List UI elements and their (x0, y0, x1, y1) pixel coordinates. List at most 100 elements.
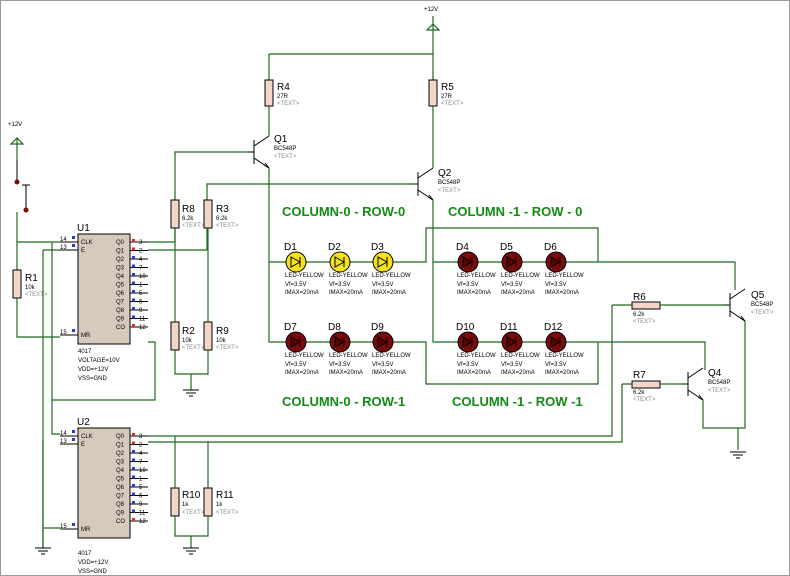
u1-pin-num-right: 9 (139, 308, 143, 314)
led-vf: Vf=3.5V (329, 362, 351, 368)
u1-pin-marker (132, 307, 135, 310)
u1-pin-num-right: 5 (139, 291, 143, 297)
r10-value: 1k (182, 502, 189, 508)
row-driver-wires (148, 304, 746, 450)
u2-pin-name-right: Q4 (116, 468, 125, 474)
u2-pin-name-right: CO (116, 519, 125, 525)
led-imax: IMAX=20mA (329, 370, 363, 376)
u2-part: 4017 (78, 551, 92, 557)
u2-pin-marker (132, 518, 135, 521)
u1-pin-marker (72, 236, 75, 239)
u1-pin-marker (132, 247, 135, 251)
left-supply-terminal: +12V (8, 122, 25, 160)
resistor-r2: R2 10k <TEXT> (170, 321, 205, 351)
u1-pin-marker (132, 281, 135, 285)
u1-pin-num-left: 14 (60, 237, 67, 243)
u2-pin-name-right: Q8 (116, 502, 125, 508)
u1-pin-marker (132, 315, 135, 319)
led-type: LED-YELLOW (329, 353, 368, 359)
led-name: D6 (544, 242, 557, 253)
resistor-r5: R5 27R <TEXT> (428, 79, 464, 107)
u2-pin-num-right: 12 (139, 519, 146, 525)
q4-name: Q4 (708, 368, 722, 379)
led-vf: Vf=3.5V (457, 362, 479, 368)
led-type: LED-YELLOW (501, 353, 540, 359)
led-type: LED-YELLOW (457, 353, 496, 359)
u1-pin-name-right: Q2 (116, 257, 125, 263)
r9-text: <TEXT> (216, 345, 239, 351)
u1-pin-num-left: 13 (60, 245, 67, 251)
q1-part: BC548P (274, 146, 296, 152)
row0-wire (404, 227, 736, 290)
clock-wire (16, 212, 60, 270)
led-vf: Vf=3.5V (545, 362, 567, 368)
resistor-r6: R6 6.2k <TEXT> (631, 292, 661, 325)
r1-value: 10k (25, 285, 36, 291)
u2-pin-marker (132, 433, 135, 436)
led-vf: Vf=3.5V (501, 362, 523, 368)
r1-wire (16, 298, 60, 338)
led-imax: IMAX=20mA (372, 370, 406, 376)
led-name: D3 (371, 242, 384, 253)
u2-pin-name-right: Q7 (116, 494, 125, 500)
u2-pin-num-right: 7 (139, 460, 143, 466)
led-name: D4 (456, 242, 469, 253)
r7-value: 6.2k (633, 390, 645, 396)
clock-button[interactable] (14, 160, 31, 213)
u2-pin-name-right: Q0 (116, 434, 125, 440)
u1-pin-marker (132, 324, 135, 327)
resistor-r7: R7 6.2k <TEXT> (631, 370, 661, 403)
ground-symbol-u2 (35, 547, 51, 555)
r3-text: <TEXT> (216, 223, 239, 229)
u2-pin-name-left: E (81, 442, 85, 448)
u1-pin-name-left: MR (81, 333, 91, 339)
r2-text: <TEXT> (182, 345, 205, 351)
rb-ground-wires (174, 228, 209, 390)
u1-pin-marker (132, 290, 135, 293)
heading-col0-row1: COLUMN-0 - ROW-1 (282, 394, 405, 409)
led-name: D8 (328, 322, 341, 333)
led-vf: Vf=3.5V (457, 282, 479, 288)
u2-pin-marker (132, 450, 135, 453)
u2-name: U2 (77, 417, 90, 428)
r8-name: R8 (182, 204, 195, 215)
u1-pin-name-left: E (81, 248, 85, 254)
led-imax: IMAX=20mA (545, 290, 579, 296)
u2-pin-num-right: 3 (139, 434, 143, 440)
u2-pin-marker (132, 467, 135, 470)
u1-pin-num-right: 2 (139, 249, 143, 255)
led-imax: IMAX=20mA (457, 290, 491, 296)
u2-pin-name-left: MR (81, 527, 91, 533)
r11-value: 1k (216, 502, 223, 508)
resistor-r3: R3 6.2k <TEXT> (203, 199, 239, 229)
u2-pin-marker (72, 430, 75, 433)
u1-name: U1 (77, 223, 90, 234)
resistor-r11: R11 1k <TEXT> (203, 487, 239, 517)
q2-column-wire (432, 106, 452, 343)
r2-name: R2 (182, 326, 195, 337)
q1-column-wire (268, 106, 288, 343)
r9-value: 10k (216, 338, 227, 344)
u2-pin-num-right: 5 (139, 485, 143, 491)
u1-pin-name-right: Q6 (116, 291, 125, 297)
resistor-r9: R9 10k <TEXT> (203, 321, 239, 351)
led-vf: Vf=3.5V (372, 362, 394, 368)
r9-name: R9 (216, 326, 229, 337)
transistor-q5: Q5 BC548P <TEXT> (724, 288, 774, 322)
led-name: D1 (284, 242, 297, 253)
u2-pin-marker (132, 441, 135, 445)
led-imax: IMAX=20mA (285, 290, 319, 296)
u2-pin-name-right: Q3 (116, 460, 125, 466)
led-type: LED-YELLOW (285, 353, 324, 359)
led-imax: IMAX=20mA (372, 290, 406, 296)
led-imax: IMAX=20mA (545, 370, 579, 376)
u2-pin-name-right: Q2 (116, 451, 125, 457)
q1-name: Q1 (274, 134, 288, 145)
